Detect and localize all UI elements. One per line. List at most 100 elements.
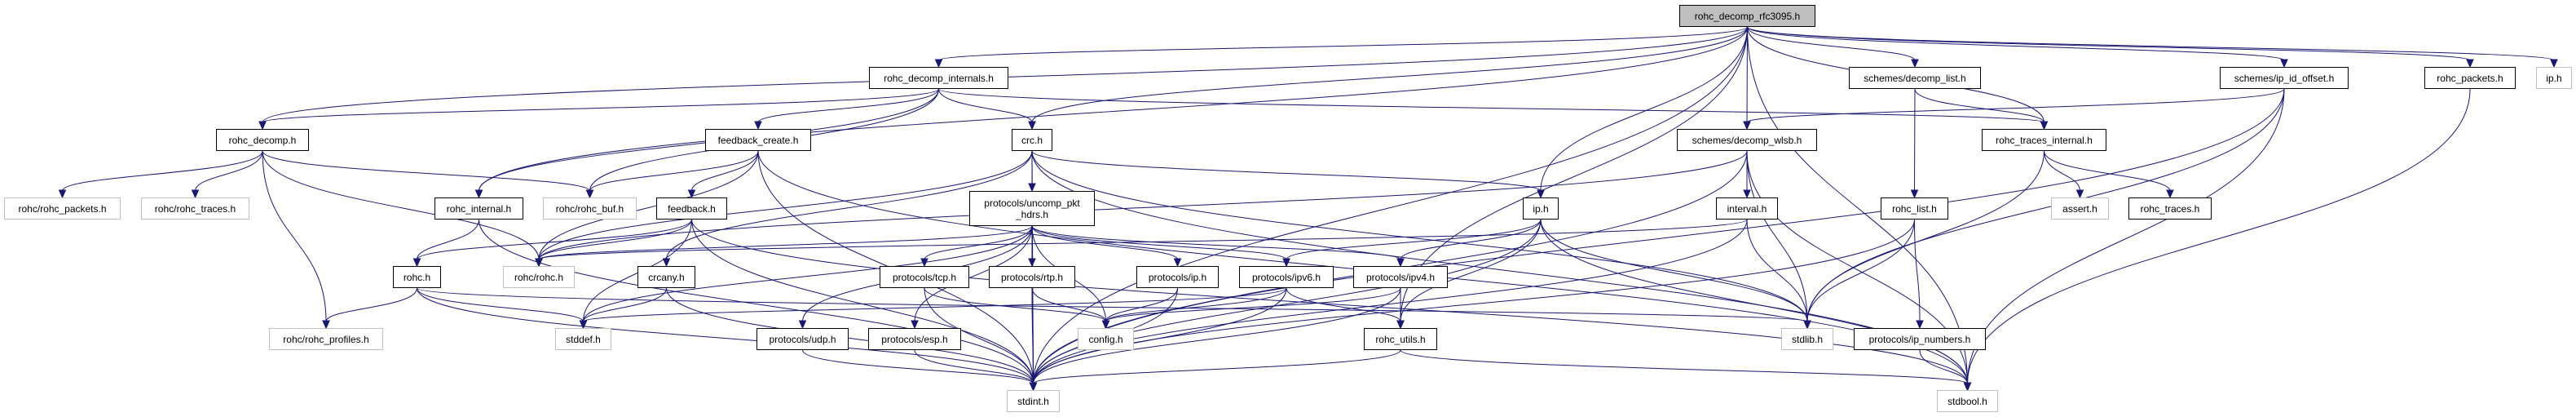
node-rohc-utils-h[interactable]: rohc_utils.h [1364,328,1437,350]
edge-rfc3095-to-crc [1031,26,1748,123]
edge-decomp_list-to-rohc_list [1914,88,1916,192]
edge-rohc_h-to-stddef [417,287,584,322]
node-protocols-ip-numbers-h[interactable]: protocols/ip_numbers.h [1854,328,1986,350]
node-feedback-h[interactable]: feedback.h [656,197,727,220]
edge-rohc_h-to-r_profiles [325,287,417,322]
arrowhead-icon [1282,258,1290,268]
edge-feedback-to-stdbool [691,219,1968,384]
edge-interval-to-stdlib [1746,219,1808,322]
node-rohc-rohc-packets-h[interactable]: rohc/rohc_packets.h [4,197,121,220]
arrowhead-icon [1910,189,1919,199]
edge-interval-to-r_rohc [538,219,1748,260]
edge-crcany-to-stdint [666,287,1034,384]
arrowhead-icon [754,121,762,131]
node-protocols-ip-h[interactable]: protocols/ip.h [1136,266,1219,288]
node-protocols-tcp-h[interactable]: protocols/tcp.h [880,266,969,288]
edge-tcp-to-stdint [924,287,1034,384]
node-feedback-create-h[interactable]: feedback_create.h [705,129,811,151]
edge-ip_loc-to-ipv4 [1400,219,1542,260]
node-crc-h[interactable]: crc.h [1012,129,1052,151]
edge-rohc_decomp-to-r_traces [195,150,263,192]
node-ip-h[interactable]: ip.h [2536,67,2572,89]
arrowhead-icon [58,189,67,199]
node-rohc-traces-internal-h[interactable]: rohc_traces_internal.h [1982,129,2106,151]
node-protocols-udp-h[interactable]: protocols/udp.h [756,328,849,350]
node-schemes-decomp-wlsb-h[interactable]: schemes/decomp_wlsb.h [1677,129,1817,151]
edge-feedback_create-to-r_rohc [538,150,759,260]
node-rohc-decomp-h[interactable]: rohc_decomp.h [216,129,309,151]
node-rohc-rohc-h[interactable]: rohc/rohc.h [503,266,575,288]
node-config-h[interactable]: config.h [1078,328,1134,350]
edge-rohc_internal-to-rohc_h [417,219,479,260]
node-protocols-ipv6-h[interactable]: protocols/ipv6.h [1239,266,1334,288]
node-rohc-h[interactable]: rohc.h [393,266,441,288]
node-rohc-rohc-buf-h[interactable]: rohc/rohc_buf.h [543,197,637,220]
edge-rfc3095-to-rohc_packets [1747,26,2471,61]
node-protocols-uncomp-pkt-hdrs-h[interactable]: protocols/uncomp_pkt _hdrs.h [969,191,1095,226]
arrowhead-icon [1963,382,1972,392]
edge-traces_internal-to-rohc_traces [2044,150,2171,192]
edge-crc-to-ip_loc [1031,150,1542,192]
edge-ip_loc-to-ipv6 [1286,219,1542,260]
edge-tcp-to-config [924,287,1106,322]
arrowhead-icon [2466,59,2474,69]
node-rohc-list-h[interactable]: rohc_list.h [1881,197,1948,220]
node-protocols-esp-h[interactable]: protocols/esp.h [868,328,961,350]
edge-esp-to-stdint [914,349,1034,384]
arrowhead-icon [191,189,200,199]
node-rohc-traces-h[interactable]: rohc_traces.h [2128,197,2212,220]
edge-ip_loc-to-stdlib [1540,219,1808,322]
node-interval-h[interactable]: interval.h [1716,197,1778,220]
edge-ip_id_offset-to-decomp_wlsb [1746,88,2285,123]
edge-feedback-to-rohc_h [417,219,692,260]
edge-decomp_internals-to-crc [938,88,1033,123]
edge-uncomp-to-ipv6 [1031,225,1287,260]
edge-uncomp-to-stddef [583,225,1033,322]
edge-uncomp-to-tcp [924,225,1033,260]
edge-ip_id_offset-to-stdint [1033,88,2285,384]
node-stdint-h[interactable]: stdint.h [1007,390,1060,412]
node-schemes-ip-id-offset-h[interactable]: schemes/ip_id_offset.h [2220,67,2349,89]
edge-rfc3095-to-rohc_internal [479,26,1748,192]
edge-feedback_create-to-r_buf [589,150,759,192]
arrowhead-icon [1101,320,1110,330]
node-rohc-decomp-internals-h[interactable]: rohc_decomp_internals.h [869,67,1008,89]
edge-rohc_decomp-to-r_profiles [262,150,327,322]
node-stddef-h[interactable]: stddef.h [555,328,611,350]
edge-rohc_list-to-stdint [1033,219,1915,384]
node-protocols-ipv4-h[interactable]: protocols/ipv4.h [1353,266,1448,288]
edge-ipv6-to-config [1105,287,1287,322]
edge-crc-to-crcany [666,150,1033,260]
node-rohc-rohc-traces-h[interactable]: rohc/rohc_traces.h [141,197,249,220]
node-protocols-rtp-h[interactable]: protocols/rtp.h [989,266,1075,288]
edge-rfc3095-to-ip_loc [1540,26,1748,192]
node-stdlib-h[interactable]: stdlib.h [1781,328,1833,350]
edge-ipv4-to-config [1105,287,1401,322]
node-rohc-internal-h[interactable]: rohc_internal.h [434,197,523,220]
edge-ipv4-to-stdint [1033,287,1401,384]
node-ip-h[interactable]: ip.h [1523,197,1559,220]
edge-rohc_packets-to-stdbool [1967,88,2471,384]
arrowhead-icon [687,189,696,199]
arrowhead-icon [1173,258,1182,268]
edge-decomp_list-to-traces_internal [1914,88,2044,123]
edge-ip_loc-to-stdbool [1540,219,1968,384]
edge-rfc3095-to-decomp_list [1747,26,1916,61]
edge-ipv6-to-stddef [583,287,1287,322]
edge-rohc_utils-to-stdint [1033,349,1401,384]
edge-layer [58,26,2558,392]
edge-rohc_decomp-to-r_buf [262,150,590,192]
edge-feedback_create-to-feedback [691,150,759,192]
arrowhead-icon [2040,121,2049,131]
node-assert-h[interactable]: assert.h [2051,197,2109,220]
node-rohc-rohc-profiles-h[interactable]: rohc/rohc_profiles.h [269,328,383,350]
node-stdbool-h[interactable]: stdbool.h [1937,390,1998,412]
node-rohc-decomp-rfc3095-h: rohc_decomp_rfc3095.h [1679,5,1815,27]
edge-uncomp-to-r_rohc [538,225,1033,260]
node-rohc-packets-h[interactable]: rohc_packets.h [2424,67,2516,89]
arrowhead-icon [2166,189,2174,199]
arrowhead-icon [1743,121,1751,131]
node-crcany-h[interactable]: crcany.h [637,266,695,288]
node-schemes-decomp-list-h[interactable]: schemes/decomp_list.h [1849,67,1981,89]
